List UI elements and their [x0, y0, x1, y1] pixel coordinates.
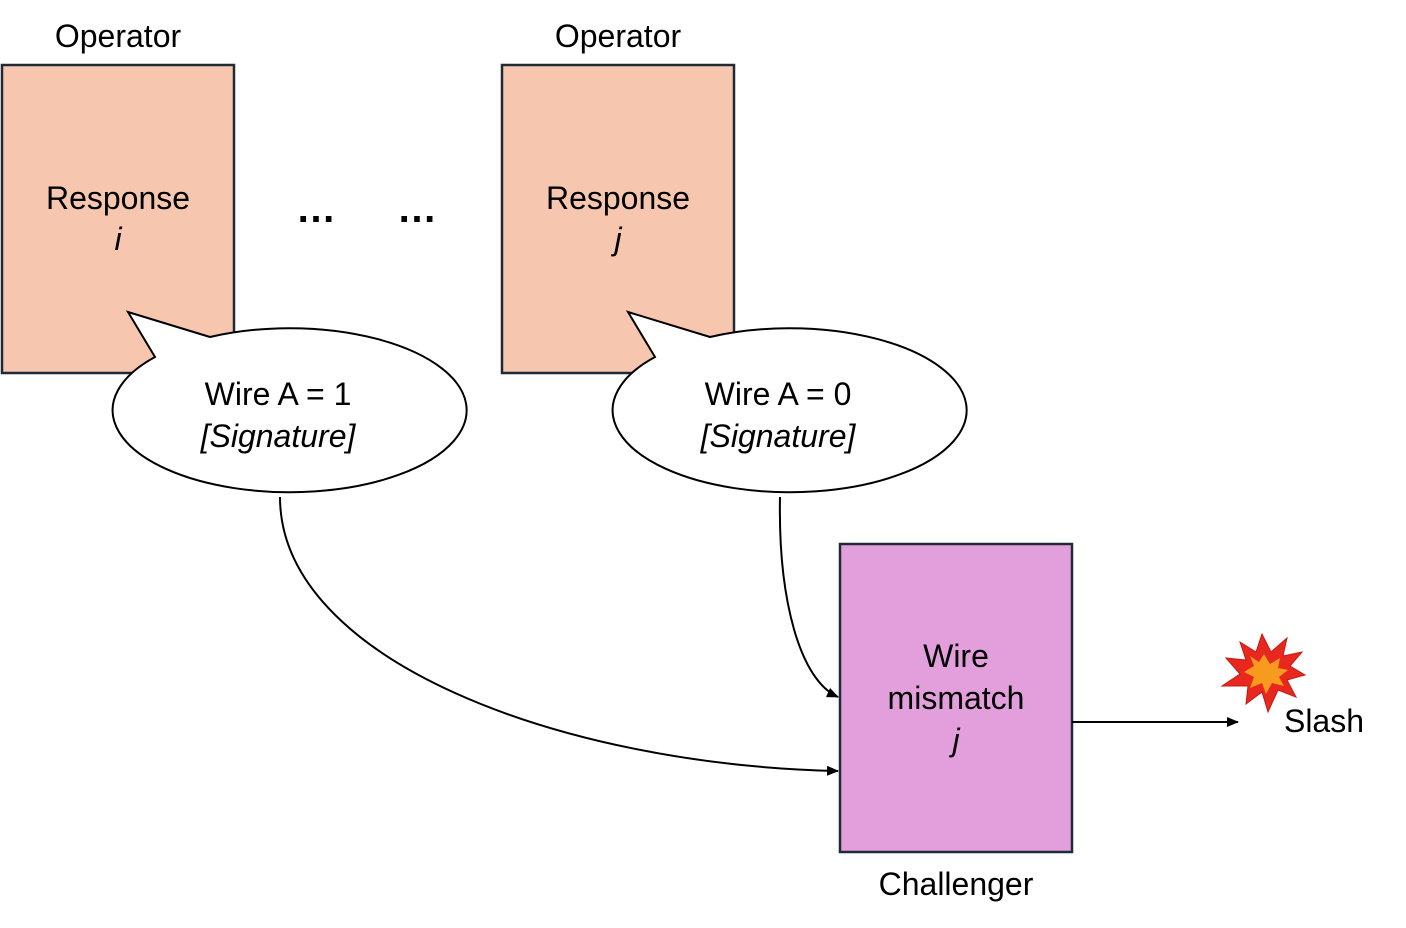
slash-label: Slash	[1284, 703, 1364, 739]
ellipsis-1: …	[296, 187, 336, 231]
operator-j-speech-bubble	[611, 310, 968, 494]
operator-i-response-box	[0, 63, 236, 375]
operator-i-group: Operator Response i Wire A = 1 [Signatur…	[0, 18, 468, 494]
operator-j-response-title: Response	[546, 180, 690, 216]
operator-i-heading: Operator	[55, 18, 182, 54]
challenger-line-2: mismatch	[888, 680, 1025, 716]
challenger-caption: Challenger	[879, 866, 1034, 902]
operator-i-response-title: Response	[46, 180, 190, 216]
operator-i-bubble-wire-value: Wire A = 1	[205, 376, 352, 412]
operator-j-bubble-signature: [Signature]	[700, 418, 857, 454]
operator-j-bubble-wire-value: Wire A = 0	[705, 376, 852, 412]
operator-j-heading: Operator	[555, 18, 682, 54]
challenger-group: Wire mismatch j Challenger	[838, 542, 1074, 902]
ellipsis-2: …	[397, 187, 437, 231]
operator-j-response-box	[500, 63, 736, 375]
operator-i-bubble-signature: [Signature]	[200, 418, 357, 454]
challenger-line-1: Wire	[923, 638, 989, 674]
connector-bubble-j-to-challenger	[778, 496, 839, 698]
operator-i-speech-bubble	[111, 310, 468, 494]
challenger-box	[838, 542, 1074, 854]
connector-bubble-i-to-challenger	[279, 496, 839, 776]
operator-j-group: Operator Response j Wire A = 0 [Signatur…	[500, 18, 968, 494]
operator-i-response-index: i	[114, 221, 122, 257]
explosion-icon	[1220, 632, 1307, 714]
